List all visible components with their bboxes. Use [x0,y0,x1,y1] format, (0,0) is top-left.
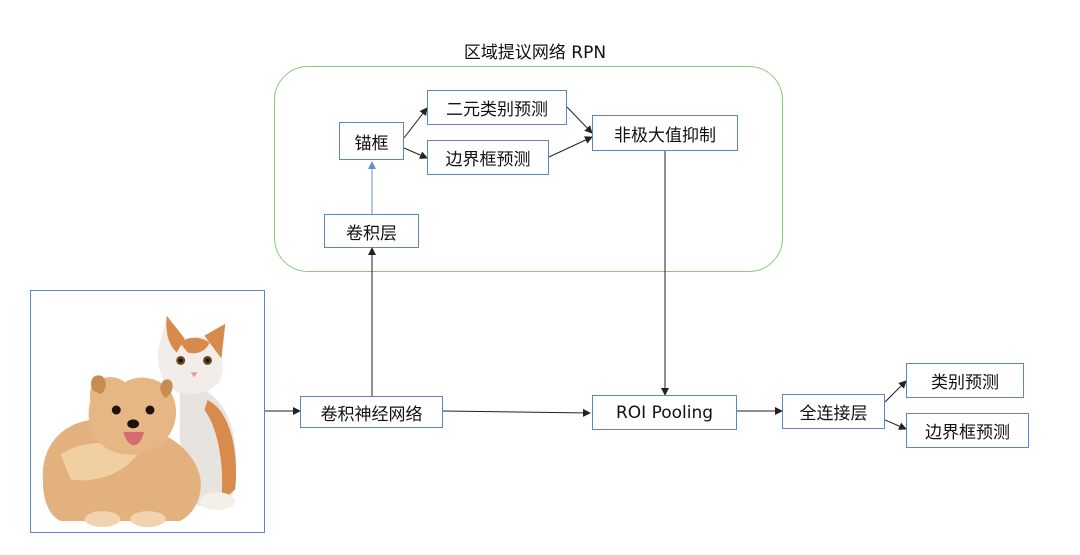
nms-box: 非极大值抑制 [592,115,738,151]
arrow-bbox-rpn-to-nms [548,136,593,158]
arrow-binary-class-to-nms [566,106,593,134]
arrow-cnn-to-roi-pooling [442,408,591,417]
bbox-prediction-box: 边界框预测 [906,413,1029,448]
arrow-anchor-to-binary-class [403,107,428,139]
rpn-region [274,66,783,272]
binary-class-prediction-box: 二元类别预测 [427,90,567,125]
cat-and-dog-photo [42,315,237,528]
fully-connected-layer-box: 全连接层 [782,394,885,429]
cnn-box: 卷积神经网络 [300,396,443,428]
conv-layer-box: 卷积层 [324,214,419,248]
arrow-fc-to-bbox-pred [884,419,907,430]
input-image [30,290,265,533]
arrow-fc-to-class-pred [884,380,907,403]
rpn-bbox-prediction-box: 边界框预测 [427,140,549,175]
anchor-box: 锚框 [339,122,404,160]
rpn-region-title: 区域提议网络 RPN [463,43,607,63]
roi-pooling-box: ROI Pooling [592,395,737,430]
arrow-anchor-to-bbox-rpn [403,147,428,159]
class-prediction-box: 类别预测 [906,363,1024,398]
